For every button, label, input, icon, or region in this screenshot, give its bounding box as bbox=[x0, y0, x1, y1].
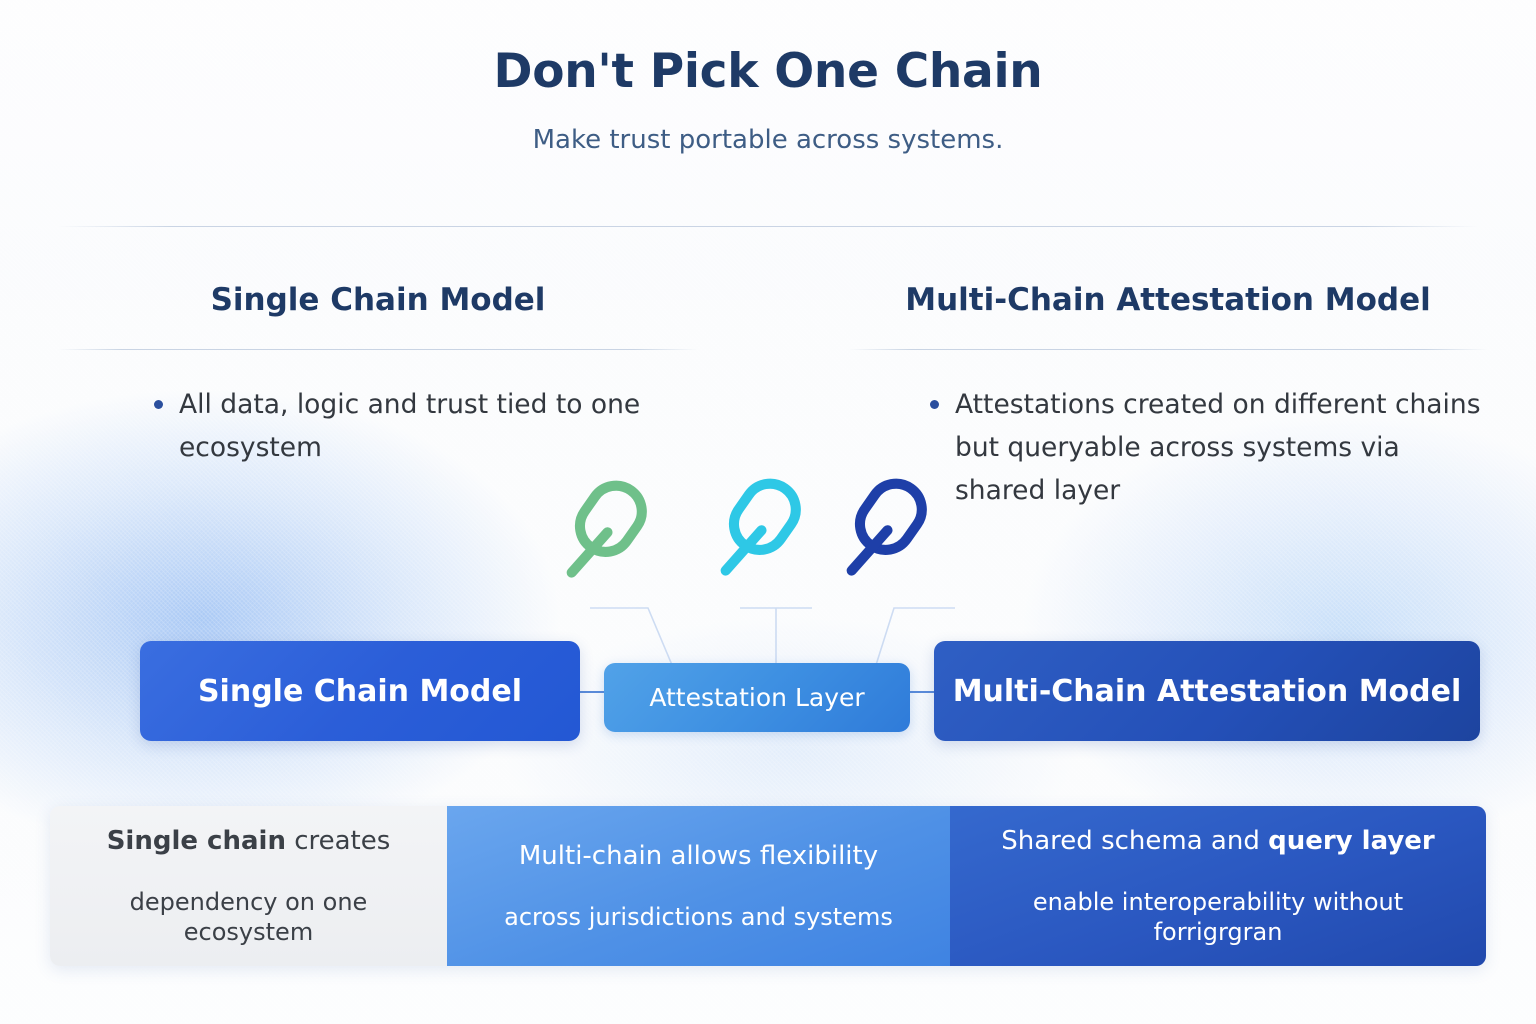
summary-panel-3-line-2: enable interoperability without forrigrg… bbox=[1032, 888, 1404, 947]
bullet-list-single-chain: All data, logic and trust tied to one ec… bbox=[58, 384, 698, 470]
summary-panel-3-rest: Shared schema and bbox=[1001, 825, 1269, 856]
flow-box-single-chain-model[interactable]: Single Chain Model bbox=[140, 641, 580, 741]
column-heading-multi-chain: Multi-Chain Attestation Model bbox=[905, 282, 1431, 318]
page-title: Don't Pick One Chain bbox=[493, 44, 1043, 99]
summary-panel-2-line-1: Multi-chain allows flexibility bbox=[518, 840, 879, 871]
column-underline-right bbox=[848, 349, 1488, 351]
summary-panel-1-line-2: dependency on one ecosystem bbox=[129, 888, 368, 947]
summary-panel-1-strong: Single chain bbox=[106, 825, 286, 856]
connector-center-to-right bbox=[910, 691, 934, 693]
summary-panel-3-strong: query layer bbox=[1268, 825, 1435, 856]
chain-icon-row bbox=[548, 470, 948, 590]
list-item: All data, logic and trust tied to one ec… bbox=[58, 384, 698, 470]
flow-box-multi-chain-attestation-model[interactable]: Multi-Chain Attestation Model bbox=[934, 641, 1480, 741]
summary-panel-1-rest: creates bbox=[285, 825, 391, 856]
chain-link-icon-navy bbox=[846, 478, 927, 576]
summary-panel-1-line-1: Single chain creates bbox=[107, 825, 391, 858]
bullet-dot-icon bbox=[930, 400, 939, 410]
column-underline-left bbox=[58, 349, 698, 351]
chain-link-icon-green bbox=[566, 480, 647, 578]
bullet-text: Attestations created on different chains… bbox=[955, 389, 1481, 507]
chain-link-icon-cyan bbox=[720, 478, 801, 576]
bullet-text: All data, logic and trust tied to one ec… bbox=[179, 389, 641, 464]
column-single-chain: Single Chain Model All data, logic and t… bbox=[58, 282, 698, 470]
connector-left-to-center bbox=[580, 691, 604, 693]
header-divider bbox=[58, 226, 1478, 227]
summary-panel-3-line-1: Shared schema and query layer bbox=[1001, 825, 1434, 858]
summary-panel-2-line-2: across jurisdictions and systems bbox=[504, 903, 893, 932]
page-subtitle: Make trust portable across systems. bbox=[532, 124, 1004, 155]
header: Don't Pick One Chain Make trust portable… bbox=[0, 0, 1536, 155]
summary-strip: Single chain creates dependency on one e… bbox=[50, 806, 1486, 966]
flow-box-attestation-layer[interactable]: Attestation Layer bbox=[604, 663, 910, 732]
bullet-dot-icon bbox=[154, 400, 163, 410]
summary-panel-single-chain[interactable]: Single chain creates dependency on one e… bbox=[50, 806, 447, 966]
summary-panel-shared-schema[interactable]: Shared schema and query layer enable int… bbox=[950, 806, 1486, 966]
column-heading-single-chain: Single Chain Model bbox=[210, 282, 546, 318]
flow-diagram: Single Chain Model Attestation Layer Mul… bbox=[0, 641, 1536, 741]
summary-panel-multi-chain[interactable]: Multi-chain allows flexibility across ju… bbox=[447, 806, 950, 966]
